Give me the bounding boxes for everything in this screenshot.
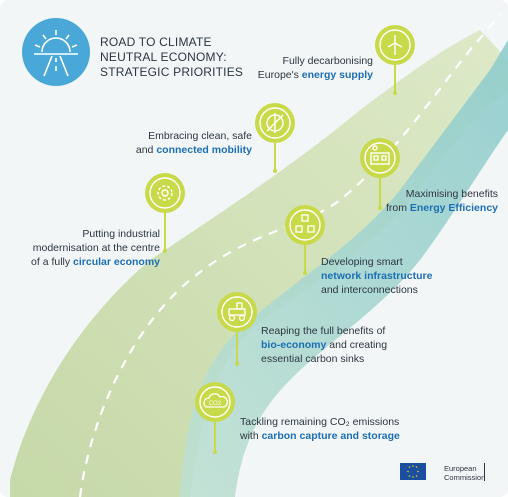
compass-icon	[255, 103, 295, 173]
priority-carbon-capture: Tackling remaining CO₂ emissions with ca…	[240, 416, 400, 442]
tractor-icon	[217, 292, 257, 366]
wind-turbine-icon	[375, 25, 415, 95]
co2-cloud-icon: CO2	[195, 382, 235, 454]
title-line-3: STRATEGIC PRIORITIES	[100, 65, 244, 79]
title-line-2: NEUTRAL ECONOMY:	[100, 50, 227, 64]
svg-text:CO2: CO2	[209, 401, 222, 407]
network-cubes-icon	[285, 205, 325, 275]
organization-name: European Commission	[444, 464, 486, 482]
priority-connected-mobility: Embracing clean, safe and connected mobi…	[135, 130, 252, 156]
eu-flag-icon	[400, 463, 426, 480]
priority-energy-efficiency: Maximising benefits from Energy Efficien…	[385, 188, 498, 214]
priority-bio-economy: Reaping the full benefits of bio-economy…	[261, 325, 388, 365]
sun-road-icon	[22, 18, 90, 86]
priority-energy-supply: Fully decarbonising Europe's energy supp…	[257, 55, 373, 81]
footer-divider	[484, 463, 485, 481]
infographic-title: ROAD TO CLIMATE NEUTRAL ECONOMY: STRATEG…	[100, 35, 243, 80]
title-line-1: ROAD TO CLIMATE	[100, 35, 212, 49]
priority-network-infrastructure: Developing smart network infrastructure …	[321, 256, 433, 296]
circular-gear-icon	[145, 173, 185, 253]
building-icon	[360, 138, 400, 210]
priority-circular-economy: Putting industrial modernisation at the …	[31, 228, 160, 268]
